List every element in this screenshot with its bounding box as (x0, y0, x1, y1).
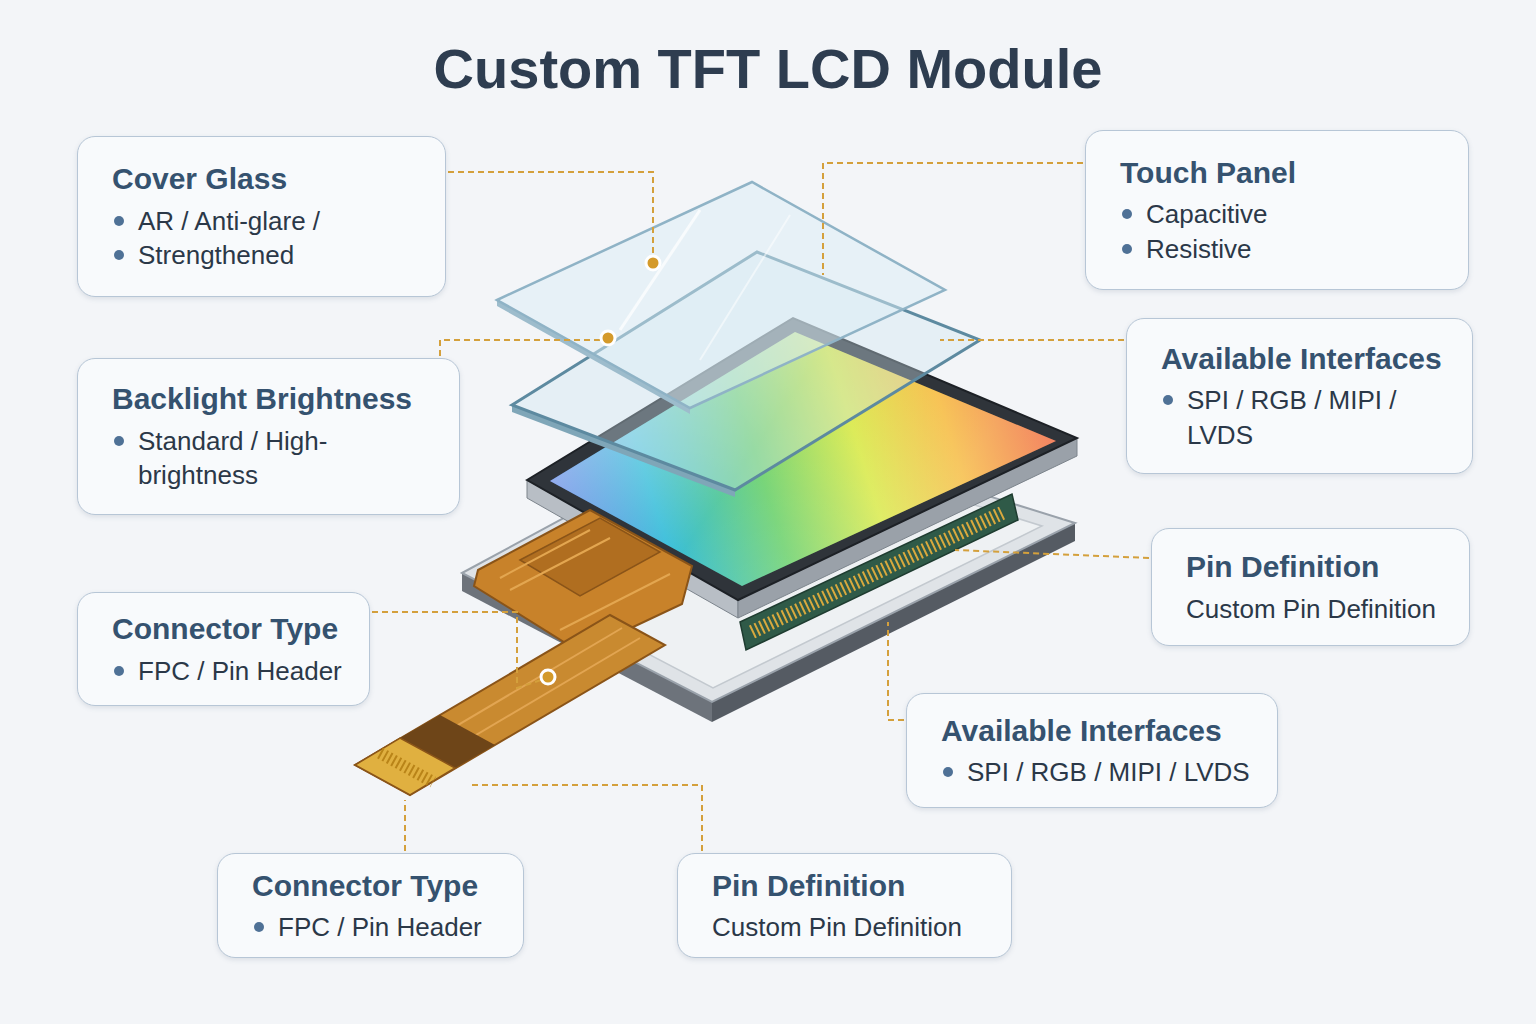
bullet-dot (254, 922, 264, 932)
leader-line (940, 339, 1124, 341)
callout-heading: Backlight Brightness (112, 380, 445, 418)
bullet-dot (114, 666, 124, 676)
cover-glass (497, 182, 945, 408)
callout-heading: Connector Type (112, 610, 355, 648)
callout-text: FPC / Pin Header (138, 654, 342, 688)
callout-box: Backlight BrightnessStandard / High-brig… (77, 358, 460, 515)
callout-item: FPC / Pin Header (252, 910, 509, 944)
callout-item: FPC / Pin Header (112, 654, 355, 688)
leader-line (823, 163, 1083, 275)
leader-line (888, 622, 904, 720)
callout-box: Pin DefinitionCustom Pin Definition (1151, 528, 1470, 646)
callout-heading: Pin Definition (1186, 548, 1455, 586)
fpc-contact-pins (380, 753, 433, 782)
callout-box: Cover Glass AR / Anti-glare /Strengthened (77, 136, 446, 297)
callout-item: Resistive (1120, 232, 1454, 266)
callout-text: FPC / Pin Header (278, 910, 482, 944)
bullet-dot (1122, 244, 1132, 254)
leader-dot (601, 331, 615, 345)
bullet-dot (1122, 209, 1132, 219)
bullet-dot (943, 767, 953, 777)
callout-box: Available InterfacesSPI / RGB / MIPI / L… (1126, 318, 1473, 474)
callout-text: Strengthened (138, 238, 294, 272)
leader-line (440, 340, 600, 356)
callout-text: AR / Anti-glare / (138, 204, 320, 238)
callout-text: Custom Pin Definition (1186, 592, 1436, 626)
leader-dot (541, 670, 555, 684)
callout-item: Custom Pin Definition (1186, 592, 1455, 626)
fpc-trace (510, 538, 610, 590)
leader-dot (646, 256, 660, 270)
callout-item: SPI / RGB / MIPI / LVDS (941, 755, 1263, 789)
diagram-title: Custom TFT LCD Module (0, 36, 1536, 101)
fpc-contacts (355, 738, 455, 795)
callout-box: Touch PanelCapacitiveResistive (1085, 130, 1469, 290)
bullet-dot (114, 436, 124, 446)
bullet-dot (1163, 395, 1173, 405)
callout-box: Connector TypeFPC / Pin Header (77, 592, 370, 706)
callout-item: Strengthened (112, 238, 431, 272)
callout-item: SPI / RGB / MIPI / LVDS (1161, 383, 1458, 452)
glass-reflection (700, 215, 790, 360)
leader-line (955, 550, 1149, 558)
callout-item: AR / Anti-glare / (112, 204, 431, 238)
callout-box: Pin DefinitionCustom Pin Definition (677, 853, 1012, 958)
callout-item: Custom Pin Definition (712, 910, 997, 944)
callout-item: Standard / High-brightness (112, 424, 445, 493)
callout-text: SPI / RGB / MIPI / LVDS (967, 755, 1250, 789)
callout-heading: Touch Panel (1120, 154, 1454, 192)
callout-heading: Available Interfaces (1161, 340, 1458, 378)
callout-text: Standard / High-brightness (138, 424, 445, 493)
callout-heading: Cover Glass (112, 160, 431, 198)
leader-line (470, 785, 702, 851)
leader-line (404, 800, 406, 851)
fpc-tail (355, 615, 665, 795)
callout-text: SPI / RGB / MIPI / LVDS (1187, 383, 1458, 452)
leader-line (448, 172, 653, 256)
leader-line (372, 612, 541, 688)
callout-box: Connector TypeFPC / Pin Header (217, 853, 524, 958)
callout-text: Resistive (1146, 232, 1251, 266)
bullet-dot (114, 216, 124, 226)
callout-item: Capacitive (1120, 197, 1454, 231)
callout-text: Capacitive (1146, 197, 1267, 231)
callout-text: Custom Pin Definition (712, 910, 962, 944)
callout-heading: Pin Definition (712, 867, 997, 905)
callout-heading: Connector Type (252, 867, 509, 905)
bullet-dot (114, 250, 124, 260)
glass-reflection (620, 210, 700, 330)
callout-heading: Available Interfaces (941, 712, 1263, 750)
callout-box: Available InterfacesSPI / RGB / MIPI / L… (906, 693, 1278, 808)
